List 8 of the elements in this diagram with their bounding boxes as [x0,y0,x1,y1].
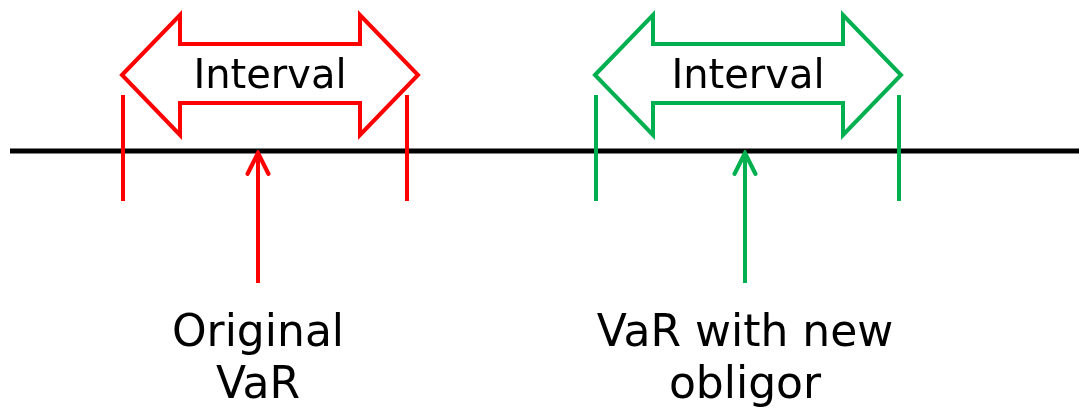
double-arrow-shape [119,12,421,138]
leader-arrow [732,150,758,283]
var-label: VaR with new obligor [595,305,895,409]
interval-label: Interval [192,50,348,98]
double-arrow-shape [592,12,904,138]
interval-label: Interval [670,50,826,98]
var-label: Original VaR [170,305,346,409]
leader-arrow [245,150,271,283]
